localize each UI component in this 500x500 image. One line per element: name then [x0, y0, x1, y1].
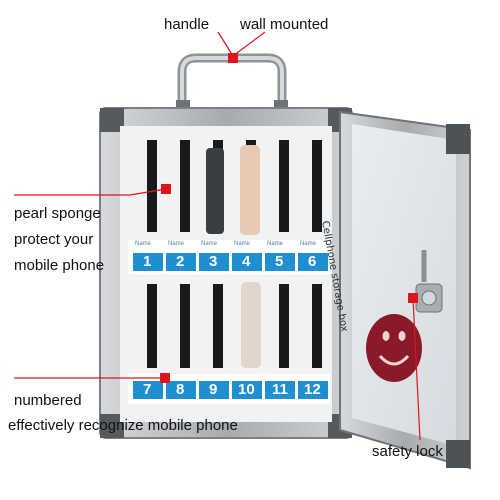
callout-mobile-phone: mobile phone	[14, 257, 105, 274]
slot-number: 1	[143, 253, 152, 270]
callout-handle: handle	[164, 16, 210, 33]
callout-pearl-sponge: pearl sponge	[14, 205, 101, 222]
slot-number: 12	[304, 381, 321, 398]
slot-tag-label: Name	[201, 241, 218, 247]
slot-number: 8	[176, 381, 185, 398]
slot-number: 5	[275, 253, 284, 270]
slot-tag-label: Name	[300, 241, 317, 247]
slot-number: 10	[238, 381, 255, 398]
slot-number: 2	[176, 253, 185, 270]
lock-icon	[415, 250, 443, 313]
callout-markers	[160, 53, 418, 383]
slot-number: 4	[242, 253, 251, 270]
phone	[206, 148, 224, 234]
number-tags-top	[133, 253, 328, 271]
smiley-icon	[366, 314, 422, 382]
slot-number: 7	[143, 381, 152, 398]
callout-numbered: numbered	[14, 392, 82, 409]
slot-number: 11	[272, 381, 288, 398]
number-tags-bottom	[133, 381, 328, 399]
phone	[240, 145, 260, 235]
phone	[241, 282, 261, 368]
slot-tag-label: Name	[234, 241, 251, 247]
callout-effectively: effectively recognize mobile phone	[8, 417, 238, 434]
slot-tag-label: Name	[267, 241, 284, 247]
slot-tag-label: Name	[135, 241, 152, 247]
slot-number: 6	[308, 253, 317, 270]
slot-number: 3	[209, 253, 218, 270]
slot-tag-label: Name	[168, 241, 185, 247]
callout-wall-mounted: wall mounted	[240, 16, 329, 33]
callout-protect-your: protect your	[14, 231, 94, 248]
slot-number: 9	[209, 381, 218, 398]
callout-safety-lock: safety lock	[372, 443, 443, 460]
